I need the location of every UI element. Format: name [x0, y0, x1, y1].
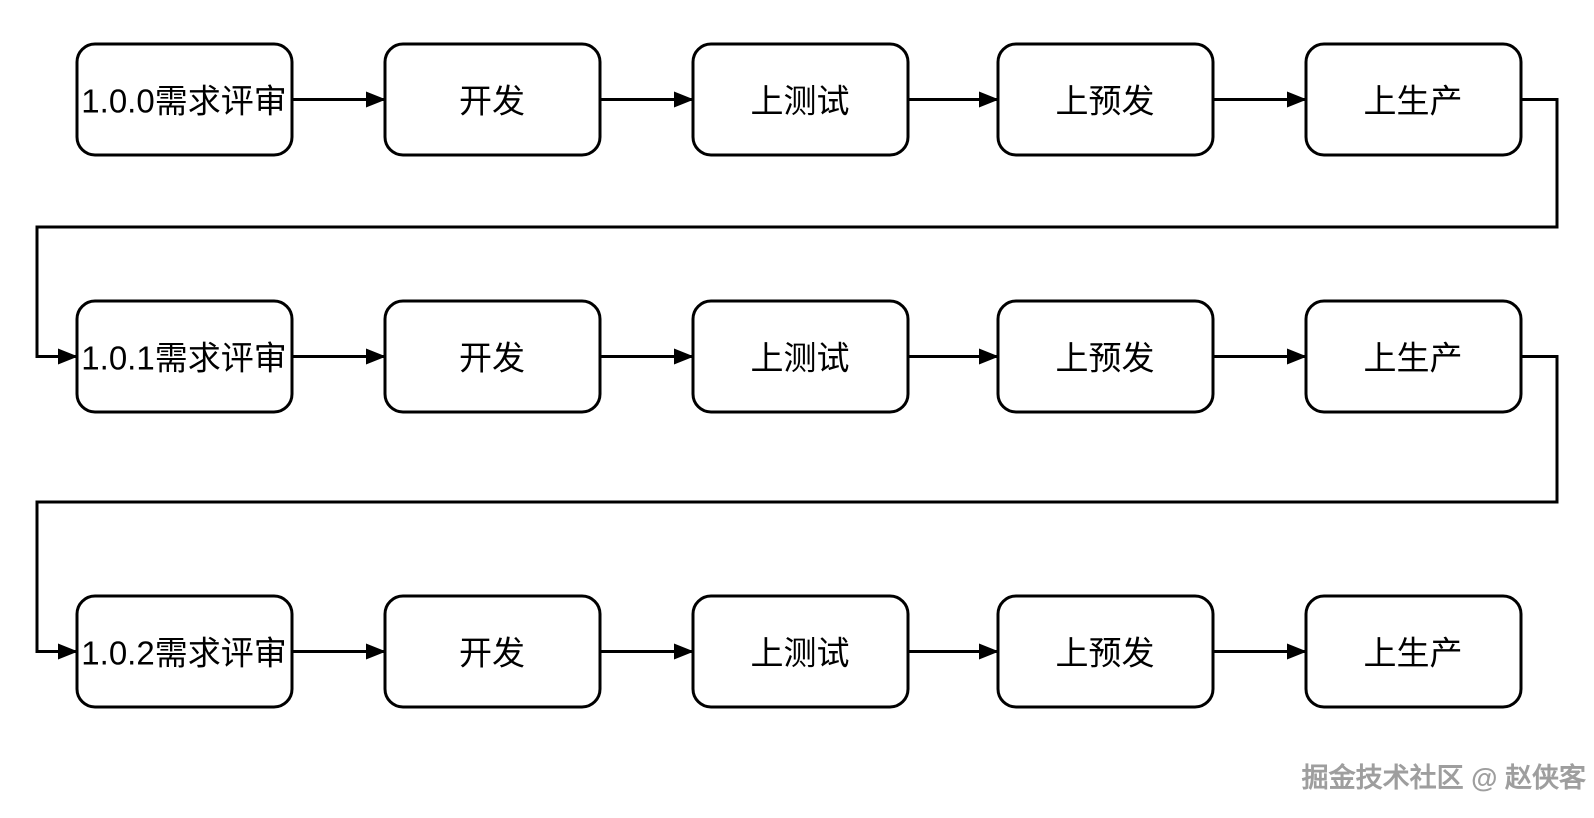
flow-row-1: 1.0.0需求评审 开发 上测试 上预发 上生产	[75, 42, 1523, 157]
flow-row-2: 1.0.1需求评审 开发 上测试 上预发 上生产	[75, 299, 1523, 414]
flow-node-label: 上预发	[1056, 83, 1155, 120]
flow-node-label: 1.0.2需求评审	[81, 635, 286, 672]
flow-row-3: 1.0.2需求评审 开发 上测试 上预发 上生产	[75, 594, 1523, 709]
flow-node-label: 上测试	[751, 340, 850, 377]
flow-node: 开发	[383, 594, 602, 709]
flow-node: 开发	[383, 299, 602, 414]
flow-node: 上测试	[691, 594, 910, 709]
flow-node-label: 上预发	[1056, 635, 1155, 672]
flow-node-label: 1.0.0需求评审	[81, 83, 286, 120]
watermark: 掘金技术社区 @ 赵侠客 掘金技术社区 @ 赵侠客	[1302, 762, 1589, 795]
flow-node-label: 开发	[459, 340, 525, 377]
flow-node-label: 上生产	[1364, 83, 1463, 120]
flow-node: 上生产	[1304, 299, 1523, 414]
flow-node: 上预发	[996, 299, 1215, 414]
flow-node: 上测试	[691, 299, 910, 414]
watermark-highlight-text: 掘金技术社区 @ 赵侠客	[1304, 764, 1589, 795]
flow-node: 上生产	[1304, 594, 1523, 709]
flow-node-label: 1.0.1需求评审	[81, 340, 286, 377]
flow-node-label: 上生产	[1364, 340, 1463, 377]
flow-node-label: 上测试	[751, 635, 850, 672]
row2-to-row3-connector	[35, 355, 1559, 660]
flow-node-label: 开发	[459, 83, 525, 120]
flow-node-label: 上测试	[751, 83, 850, 120]
flow-node-label: 上生产	[1364, 635, 1463, 672]
flow-node: 1.0.1需求评审	[75, 299, 294, 414]
flow-node: 1.0.2需求评审	[75, 594, 294, 709]
flow-node: 开发	[383, 42, 602, 157]
flow-node: 上生产	[1304, 42, 1523, 157]
row1-to-row2-connector	[35, 98, 1559, 365]
flow-node: 1.0.0需求评审	[75, 42, 294, 157]
flow-node: 上预发	[996, 42, 1215, 157]
flow-node-label: 上预发	[1056, 340, 1155, 377]
flow-node: 上预发	[996, 594, 1215, 709]
flow-node: 上测试	[691, 42, 910, 157]
flow-node-label: 开发	[459, 635, 525, 672]
watermark-text: 掘金技术社区 @ 赵侠客	[1302, 762, 1587, 793]
